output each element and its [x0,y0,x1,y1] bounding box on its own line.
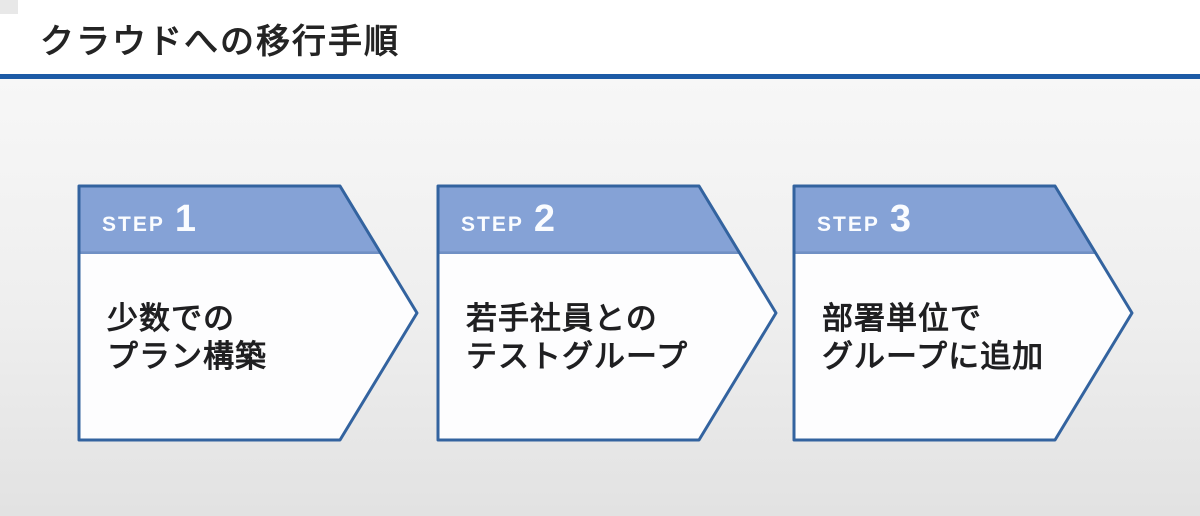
step-2-number: 2 [533,198,555,240]
step-1-description: 少数での プラン構築 [107,300,267,376]
step-3-desc-line-1: 部署単位で [822,301,982,336]
arrow-outline [77,184,419,442]
step-2-description: 若手社員との テストグループ [466,300,688,376]
step-2-desc-line-1: 若手社員との [466,301,658,336]
step-3-arrow: STEP 3 部署単位で グループに追加 [792,184,1134,442]
step-3-desc-line-2: グループに追加 [822,339,1045,374]
step-3-description: 部署単位で グループに追加 [822,300,1044,376]
step-2-desc-line-2: テストグループ [466,339,689,374]
step-3-arrow-shape [792,184,1134,442]
page-title: クラウドへの移行手順 [40,23,400,61]
step-3-label: STEP [817,213,880,236]
arrow-header-band [79,186,382,254]
step-1-badge: STEP 1 [102,184,196,254]
step-2-label: STEP [461,213,524,236]
step-1-desc-line-1: 少数での [107,301,235,336]
step-1-arrow-shape [77,184,419,442]
step-1-label: STEP [102,213,165,236]
title-underline [0,74,1200,79]
step-2-badge: STEP 2 [461,184,555,254]
arrow-outline [436,184,778,442]
step-3-number: 3 [889,198,911,240]
step-1-desc-line-2: プラン構築 [107,339,267,374]
arrow-outline [792,184,1134,442]
step-2-arrow-shape [436,184,778,442]
arrow-header-band [794,186,1097,254]
corner-artifact [0,0,18,14]
arrow-header-band [438,186,741,254]
step-3-badge: STEP 3 [817,184,911,254]
step-1-number: 1 [174,198,196,240]
step-2-arrow: STEP 2 若手社員との テストグループ [436,184,778,442]
step-1-arrow: STEP 1 少数での プラン構築 [77,184,419,442]
